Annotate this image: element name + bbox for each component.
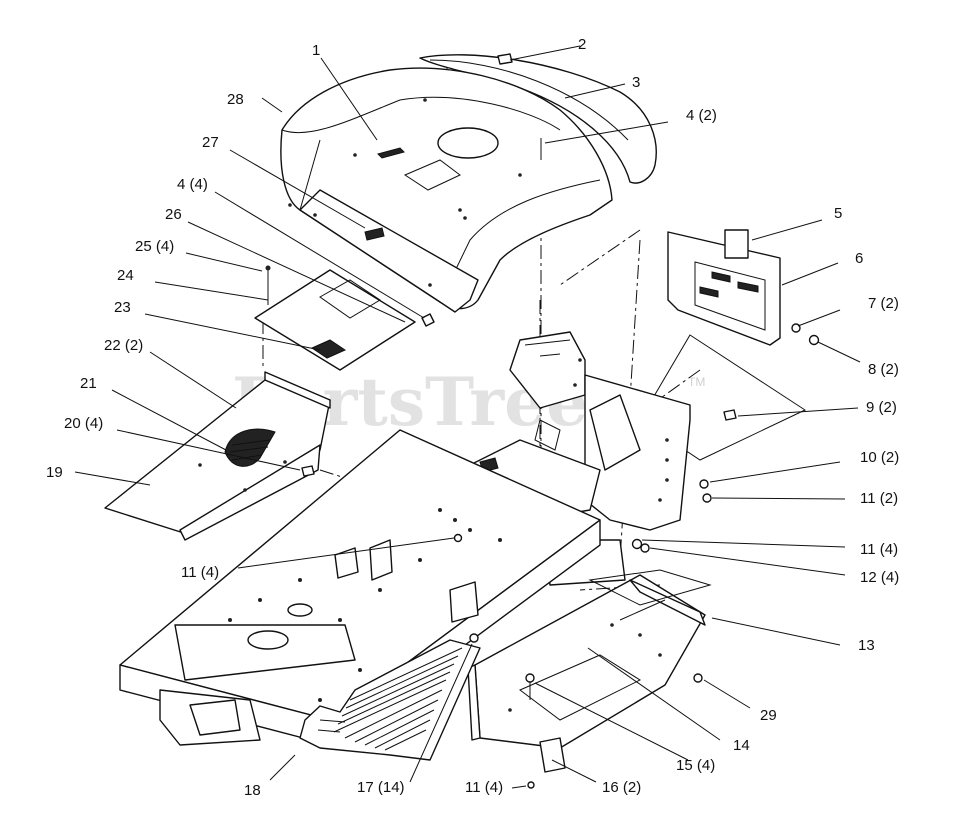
callout-14: 14 [733, 737, 750, 754]
callout-4-left: 4 (4) [177, 176, 208, 193]
callout-11-left: 11 (4) [181, 564, 219, 581]
callout-16: 16 (2) [602, 779, 641, 796]
callout-19: 19 [46, 464, 63, 481]
part-13-right-footrest [467, 574, 706, 773]
callout-18: 18 [244, 782, 261, 799]
part-2-nut [497, 53, 513, 65]
callout-11-lower-right: 11 (4) [860, 541, 898, 558]
callout-17: 17 (14) [357, 779, 405, 796]
callout-2: 2 [578, 36, 586, 53]
part-15-bolt-head [525, 673, 535, 683]
callout-15: 15 (4) [676, 757, 715, 774]
part-10-washer [699, 479, 709, 489]
leader-lines [74, 45, 861, 789]
callout-10: 10 (2) [860, 449, 899, 466]
part-9-sheet [639, 334, 807, 461]
callout-20: 20 (4) [64, 415, 103, 432]
callout-6: 6 [855, 250, 863, 267]
part-24-dash-panel [254, 265, 416, 371]
part-1-hood [280, 67, 613, 313]
part-11-nut-d [527, 781, 535, 789]
callout-1: 1 [312, 42, 320, 59]
callout-24: 24 [117, 267, 134, 284]
part-8-nut [808, 334, 820, 346]
callout-29: 29 [760, 707, 777, 724]
callout-11-right: 11 (2) [860, 490, 898, 507]
part-17-button [469, 633, 479, 643]
callout-12: 12 (4) [860, 569, 899, 586]
callout-5: 5 [834, 205, 842, 222]
callout-26: 26 [165, 206, 182, 223]
watermark-trademark: TM [688, 375, 705, 389]
callout-28: 28 [227, 91, 244, 108]
callout-25: 25 (4) [135, 238, 174, 255]
callout-13: 13 [858, 637, 875, 654]
callout-7: 7 (2) [868, 295, 899, 312]
callout-labels: 1 2 3 4 (2) 28 27 4 (4) 26 25 (4) 24 23 … [46, 36, 899, 799]
part-11-nut-c [453, 533, 463, 543]
part-9-nut [723, 409, 737, 421]
seat-support-frame [459, 331, 691, 586]
frame-holes [228, 508, 502, 702]
callout-3: 3 [632, 74, 640, 91]
part-6-rear-panel [667, 229, 781, 346]
callout-4-top: 4 (2) [686, 107, 717, 124]
callout-27: 27 [202, 134, 219, 151]
callout-8: 8 (2) [868, 361, 899, 378]
part-12-washer [640, 543, 650, 553]
callout-11-bottom: 11 (4) [465, 779, 503, 796]
callout-23: 23 [114, 299, 131, 316]
callout-22: 22 (2) [104, 337, 143, 354]
part-14-mat-sheet [588, 569, 712, 606]
part-11-nut-b [631, 538, 643, 550]
callout-9: 9 (2) [866, 399, 897, 416]
part-11-nut [702, 493, 712, 503]
part-19-console-panel [104, 371, 331, 541]
callout-21: 21 [80, 375, 97, 392]
part-29-screw [693, 673, 703, 683]
part-4-bolt-lower [421, 313, 435, 327]
part-18-left-footrest [299, 633, 481, 761]
